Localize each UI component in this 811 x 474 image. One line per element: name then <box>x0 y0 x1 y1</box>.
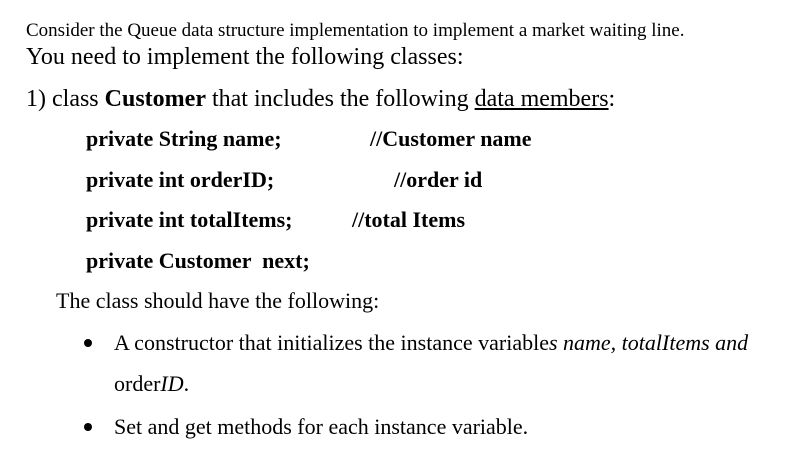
bullet-dot-icon <box>84 423 92 431</box>
bullet-constructor-continuation: orderID. <box>114 373 189 395</box>
cont-plain: order <box>114 371 161 396</box>
section-heading: 1) class Customer that includes the foll… <box>26 87 615 111</box>
bullet-constructor-italic: s name, totalItems and <box>548 330 749 355</box>
field-comment-totalitems: //total Items <box>352 207 466 232</box>
field-decl-totalitems: private int totalItems; <box>86 207 293 232</box>
cont-italic: ID <box>160 371 184 396</box>
requirements-intro: The class should have the following: <box>56 288 380 313</box>
intro-line-2: You need to implement the following clas… <box>26 44 464 70</box>
intro-line-1: Consider the Queue data structure implem… <box>26 20 685 41</box>
field-decl-next: private Customer next; <box>86 248 310 273</box>
bullet-constructor-text: A constructor that initializes the insta… <box>114 332 748 354</box>
bullet-methods-text: Set and get methods for each instance va… <box>114 414 529 439</box>
heading-middle: that includes the following <box>205 86 475 112</box>
heading-underlined: data members <box>474 86 609 112</box>
field-decl-name: private String name; <box>86 126 282 151</box>
heading-suffix: : <box>608 86 616 112</box>
heading-prefix: 1) class <box>26 86 105 112</box>
bullet-constructor-plain: A constructor that initializes the insta… <box>114 330 549 355</box>
bullet-dot-icon <box>84 339 92 347</box>
field-comment-name: //Customer name <box>370 126 532 151</box>
cont-end: . <box>183 371 190 396</box>
class-name: Customer <box>104 86 206 112</box>
field-comment-orderid: //order id <box>394 167 483 192</box>
field-decl-orderid: private int orderID; <box>86 167 275 192</box>
